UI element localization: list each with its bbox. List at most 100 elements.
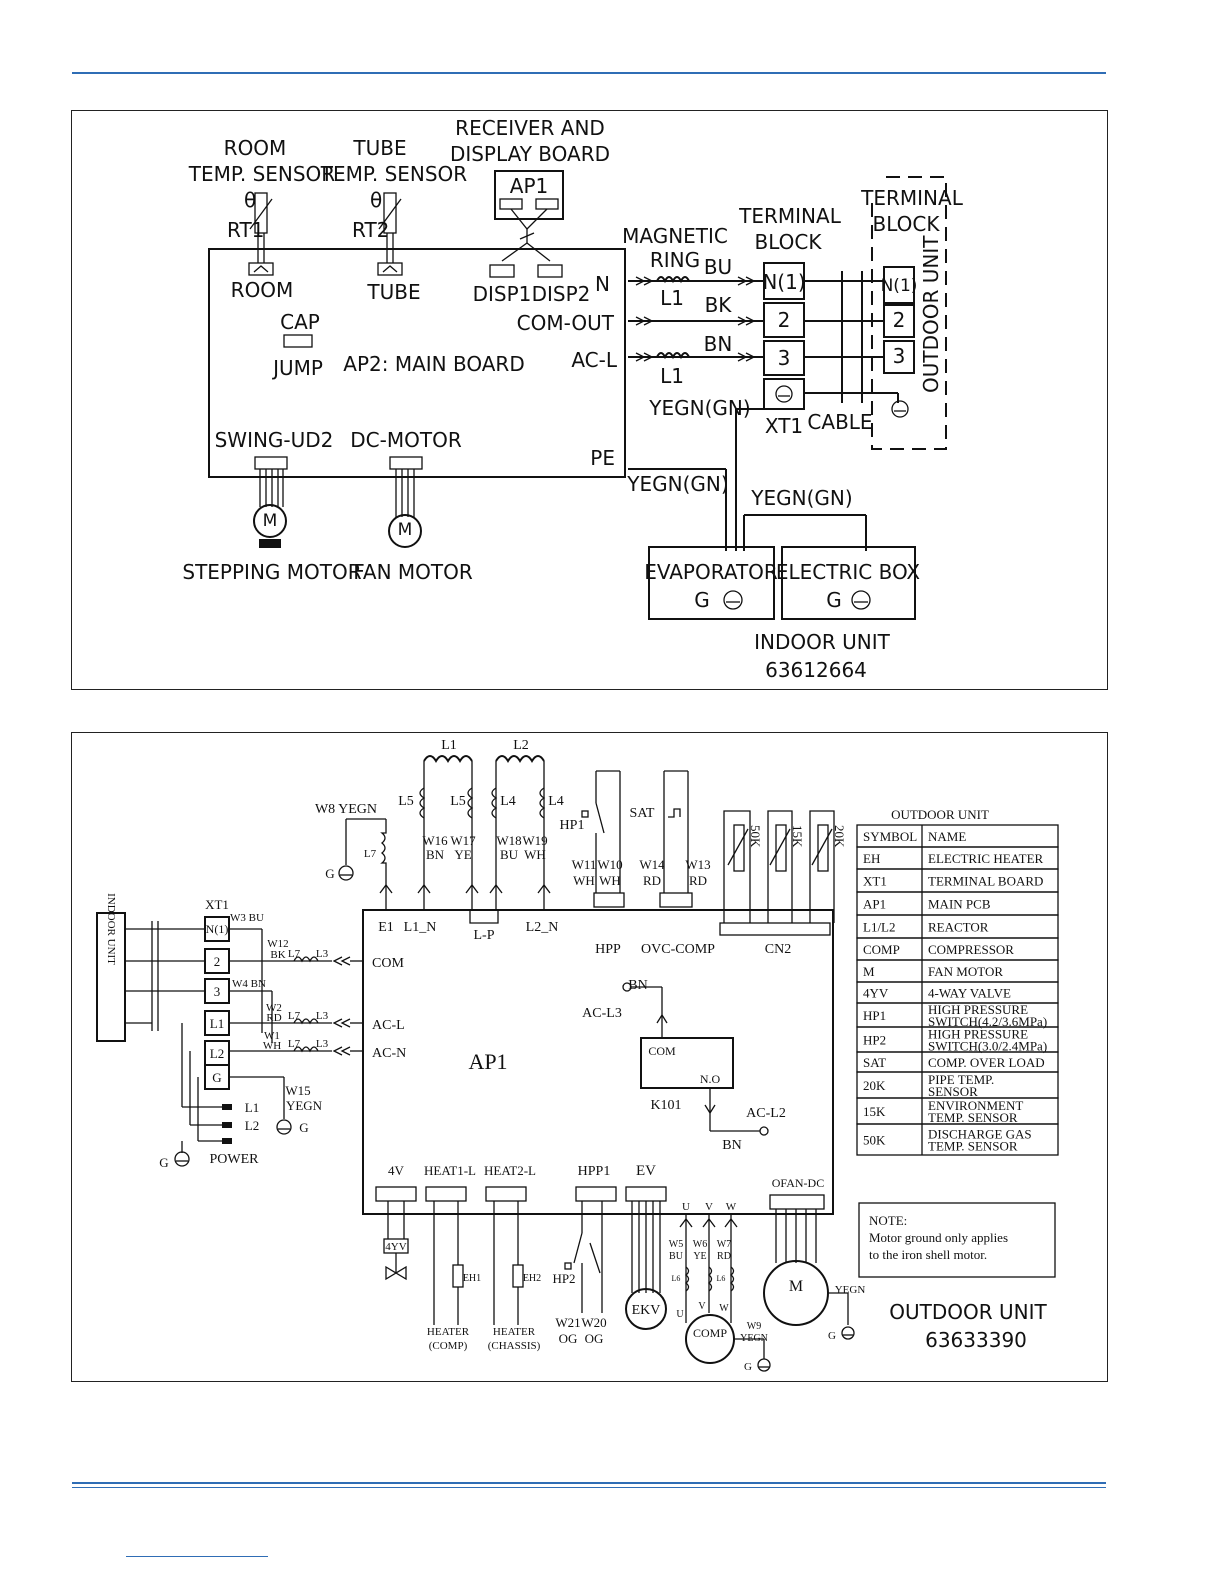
heater-comp — [433, 1201, 464, 1325]
xt1-terminal-board — [204, 916, 230, 1090]
w9-label: W9 — [747, 1321, 761, 1332]
reactor-l2-label: L2 — [513, 738, 529, 753]
heater-chassis-l2: (CHASSIS) — [488, 1340, 541, 1352]
evaporator-label: EVAPORATOR — [644, 560, 778, 584]
legend-symbol: SAT — [863, 1055, 886, 1070]
legend-name: HIGH PRESSURE — [928, 1002, 1028, 1017]
hp1-switch — [581, 770, 625, 908]
eh1-label: EH1 — [463, 1273, 481, 1284]
indoor-unit-side-box — [96, 912, 126, 1042]
w14-color: RD — [643, 873, 661, 888]
w15-ground — [229, 1076, 292, 1135]
c4v-label: 4V — [388, 1163, 405, 1178]
xt1-g: G — [212, 1070, 221, 1085]
ekv-valve — [625, 1201, 667, 1330]
jump-connector — [283, 334, 313, 348]
pe-label: PE — [590, 446, 615, 470]
legend-symbol: HP1 — [863, 1008, 886, 1023]
evaporator-box — [648, 546, 775, 620]
w4-label: W4 BN — [232, 978, 266, 990]
disp1-label: DISP1 — [473, 282, 532, 306]
legend-symbol: M — [863, 964, 875, 979]
stepping-motor-label: STEPPING MOTOR — [182, 560, 361, 584]
indoor-unit-code: 63612664 — [765, 658, 867, 682]
reactor-wires — [417, 878, 551, 924]
theta-2: θ — [370, 188, 382, 212]
outdoor-ground-symbol — [891, 400, 909, 418]
w-top: W — [726, 1201, 737, 1213]
fan-motor-label: FAN MOTOR — [353, 560, 473, 584]
w21-color: OG — [559, 1331, 578, 1346]
l7-top-label: L7 — [364, 848, 377, 860]
reactor-l2 — [491, 755, 546, 878]
bottom-connectors — [375, 1186, 825, 1210]
ap1-board-box — [362, 909, 834, 1215]
hp2-switch — [564, 1201, 603, 1313]
w8-g: G — [325, 866, 334, 881]
bn-top: BN — [628, 978, 647, 993]
u-bottom: U — [676, 1309, 684, 1320]
legend-name: COMPRESSOR — [928, 942, 1014, 957]
w1-label: W1 — [264, 1030, 280, 1042]
hp1-label: HP1 — [560, 818, 585, 833]
ofan-label: OFAN-DC — [772, 1176, 824, 1190]
hp2-label: HP2 — [552, 1271, 575, 1286]
bu-label: BU — [704, 255, 732, 279]
k101-relay — [622, 982, 769, 1136]
receiver-title: RECEIVER AND — [455, 116, 605, 140]
w16-color: BN — [426, 847, 445, 862]
electric-box — [781, 546, 916, 620]
r15k-label: 15K — [790, 825, 805, 848]
electric-box-g: G — [826, 588, 842, 612]
evaporator-ground-icon — [723, 590, 743, 610]
k101-com: COM — [648, 1044, 676, 1058]
e1-label: E1 — [378, 920, 394, 935]
w17-label: W17 — [450, 833, 476, 848]
xt1-to-ap1-wires — [229, 928, 363, 1056]
comp-g: G — [744, 1361, 752, 1373]
indoor-to-xt1-wires — [125, 921, 205, 1031]
ekv-label: EKV — [632, 1303, 661, 1318]
four-way-valve — [383, 1201, 409, 1281]
xt1-label: XT1 — [765, 414, 803, 438]
w6-color: YE — [693, 1251, 706, 1262]
w1-color: WH — [263, 1040, 281, 1052]
w2-color: RD — [266, 1012, 281, 1024]
xt1-l1: L1 — [210, 1016, 224, 1031]
ap1-label: AP1 — [468, 1049, 507, 1074]
room-sensor-title: ROOM — [224, 136, 287, 160]
heat2-label: HEAT2-L — [484, 1163, 536, 1178]
outdoor-unit-title: OUTDOOR UNIT — [889, 1300, 1047, 1324]
lp-label: L-P — [474, 928, 495, 943]
heater-chassis-l1: HEATER — [493, 1326, 536, 1338]
yv-label: 4YV — [385, 1241, 406, 1253]
thermistors — [719, 810, 835, 936]
legend-symbol: HP2 — [863, 1033, 886, 1048]
w6-label: W6 — [693, 1239, 707, 1250]
main-board-label: AP2: MAIN BOARD — [343, 352, 524, 376]
ring-l1-top: L1 — [660, 286, 684, 310]
magnetic-ring-label: MAGNETIC — [622, 224, 728, 248]
note-box — [858, 1202, 1056, 1278]
n-terminal-label: N — [595, 272, 610, 296]
outdoor-wiring-diagram: AP1 L1 L2 L5 L5 L4 L4 W16 BN W17 YE W18 … — [71, 732, 1108, 1382]
legend-symbol: AP1 — [863, 897, 886, 912]
w11-label: W11 — [572, 857, 597, 872]
legend-name-line2: SENSOR — [928, 1084, 978, 1099]
legend-title: OUTDOOR UNIT — [891, 807, 989, 822]
l7-acl: L7 — [288, 1010, 301, 1022]
w20-label: W20 — [581, 1315, 606, 1330]
k101-no: N.O — [700, 1072, 721, 1086]
magnetic-ring-label-2: RING — [650, 248, 700, 272]
rt2-label: RT2 — [352, 218, 389, 242]
fan-motor-m: M — [789, 1278, 803, 1295]
bn-bottom: BN — [722, 1138, 741, 1153]
outdoor-term-2: 2 — [893, 308, 906, 332]
legend-symbol: EH — [863, 851, 880, 866]
r20k-label: 20K — [832, 825, 847, 848]
w15-label: W15 — [285, 1083, 310, 1098]
ac-l2-label: AC-L2 — [746, 1106, 786, 1121]
compressor-wires — [679, 1215, 771, 1372]
outdoor-terminal-block — [883, 266, 915, 374]
